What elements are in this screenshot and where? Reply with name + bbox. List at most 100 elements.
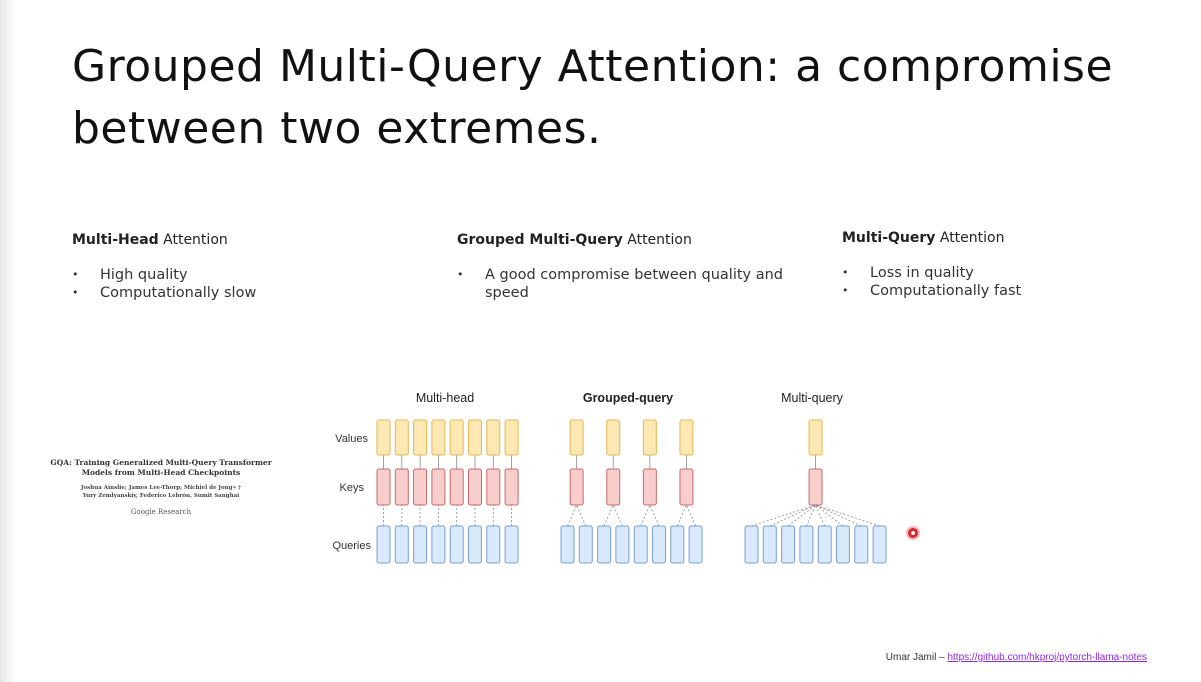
column-multi-head: Multi-Head Attention High quality Comput… bbox=[72, 232, 412, 302]
query-head bbox=[449, 525, 464, 564]
query-key-link bbox=[612, 504, 623, 527]
query-head bbox=[872, 525, 887, 564]
key-head bbox=[642, 468, 657, 506]
footer-link[interactable]: https://github.com/hkproj/pytorch-llama-… bbox=[947, 652, 1147, 663]
bullet-item: Computationally fast bbox=[842, 282, 1182, 300]
bullet-item: High quality bbox=[72, 266, 412, 284]
query-key-link bbox=[769, 504, 816, 527]
paper-institution: Google Research bbox=[130, 508, 192, 516]
query-head bbox=[670, 525, 685, 564]
query-key-link bbox=[567, 504, 578, 527]
value-head bbox=[486, 419, 501, 456]
heading-bold: Multi-Head bbox=[72, 232, 159, 248]
value-head bbox=[394, 419, 409, 456]
query-key-link bbox=[815, 504, 880, 527]
query-head bbox=[597, 525, 612, 564]
query-key-link bbox=[686, 504, 696, 527]
heading-bold: Multi-Query bbox=[842, 230, 936, 246]
value-head bbox=[504, 419, 519, 456]
column-heading: Multi-Head Attention bbox=[72, 232, 412, 248]
key-head bbox=[808, 468, 823, 506]
value-head bbox=[431, 419, 446, 456]
query-head bbox=[854, 525, 869, 564]
query-head bbox=[615, 525, 630, 564]
value-head bbox=[413, 419, 428, 456]
query-key-link bbox=[815, 504, 862, 527]
key-head bbox=[504, 468, 519, 506]
value-head bbox=[679, 419, 694, 456]
footer-credit: Umar Jamil – https://github.com/hkproj/p… bbox=[886, 652, 1147, 663]
key-head bbox=[468, 468, 482, 506]
key-head bbox=[376, 468, 391, 506]
bullet-item: Loss in quality bbox=[842, 264, 1182, 282]
panel-label: Multi-head bbox=[416, 391, 474, 405]
bullet-item: Computationally slow bbox=[72, 284, 412, 302]
paper-title: GQA: Training Generalized Multi-Query Tr… bbox=[50, 458, 272, 477]
query-head bbox=[744, 525, 759, 564]
footer-author: Umar Jamil – bbox=[885, 652, 948, 663]
paper-authors-line2: Yury Zemlyanskiy, Federico Lebrón, Sumit… bbox=[82, 493, 240, 499]
bullet-item: A good compromise between quality and sp… bbox=[457, 266, 797, 302]
query-head bbox=[781, 525, 796, 564]
row-label-keys: Keys bbox=[340, 482, 365, 494]
key-head bbox=[486, 468, 501, 506]
bullet-list: High quality Computationally slow bbox=[72, 266, 412, 302]
key-head bbox=[679, 468, 694, 506]
query-key-link bbox=[640, 504, 651, 527]
heading-rest: Attention bbox=[622, 232, 692, 248]
query-head bbox=[394, 525, 409, 564]
row-label-values: Values bbox=[335, 433, 368, 445]
value-head bbox=[468, 419, 482, 456]
query-head bbox=[468, 525, 482, 564]
key-head bbox=[606, 468, 621, 506]
pointer-indicator bbox=[908, 528, 918, 538]
panel-label: Grouped-query bbox=[583, 391, 673, 405]
value-head bbox=[449, 419, 464, 456]
value-head bbox=[642, 419, 657, 456]
paper-citation: GQA: Training Generalized Multi-Query Tr… bbox=[36, 458, 286, 516]
query-head bbox=[431, 525, 446, 564]
query-head bbox=[486, 525, 501, 564]
query-key-link bbox=[751, 504, 816, 527]
query-head bbox=[504, 525, 519, 564]
query-key-link bbox=[787, 504, 816, 527]
query-head bbox=[817, 525, 832, 564]
query-head bbox=[560, 525, 575, 564]
paper-authors-line1: Joshua Ainslie; James Lee-Thorp; Michiel… bbox=[80, 485, 242, 491]
column-heading: Multi-Query Attention bbox=[842, 230, 1182, 246]
row-label-queries: Queries bbox=[332, 540, 371, 552]
column-multi-query: Multi-Query Attention Loss in quality Co… bbox=[842, 230, 1182, 300]
value-head bbox=[569, 419, 584, 456]
key-head bbox=[449, 468, 464, 506]
key-head bbox=[413, 468, 428, 506]
query-head bbox=[578, 525, 593, 564]
query-head bbox=[652, 525, 666, 564]
column-grouped-multi-query: Grouped Multi-Query Attention A good com… bbox=[457, 232, 797, 302]
slide-title: Grouped Multi-Query Attention: a comprom… bbox=[72, 41, 1114, 154]
value-head bbox=[606, 419, 621, 456]
value-head bbox=[376, 419, 391, 456]
heading-rest: Attention bbox=[935, 230, 1005, 246]
query-key-link bbox=[815, 504, 844, 527]
column-heading: Grouped Multi-Query Attention bbox=[457, 232, 797, 248]
query-head bbox=[633, 525, 648, 564]
query-key-link bbox=[649, 504, 660, 527]
panel-label: Multi-query bbox=[781, 391, 844, 405]
bullet-list: A good compromise between quality and sp… bbox=[457, 266, 797, 302]
query-key-link bbox=[603, 504, 614, 527]
key-head bbox=[569, 468, 584, 506]
query-head bbox=[376, 525, 391, 564]
query-head bbox=[799, 525, 814, 564]
query-head bbox=[413, 525, 428, 564]
key-head bbox=[431, 468, 446, 506]
query-key-link bbox=[676, 504, 687, 527]
heading-rest: Attention bbox=[158, 232, 228, 248]
query-key-link bbox=[576, 504, 587, 527]
query-head bbox=[836, 525, 850, 564]
value-head bbox=[808, 419, 823, 456]
query-head bbox=[688, 525, 703, 564]
bullet-list: Loss in quality Computationally fast bbox=[842, 264, 1182, 300]
query-head bbox=[762, 525, 777, 564]
heading-bold: Grouped Multi-Query bbox=[457, 232, 623, 248]
